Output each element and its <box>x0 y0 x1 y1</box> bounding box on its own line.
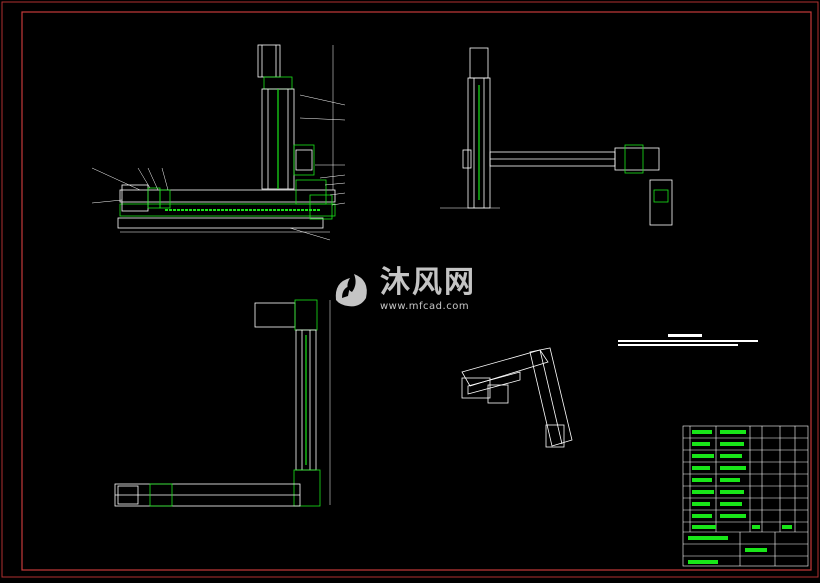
side-view <box>440 47 673 226</box>
side-motor-right <box>614 147 660 171</box>
tech-note-lines <box>618 334 758 346</box>
side-vertical-motor <box>649 179 673 226</box>
motor-top <box>257 44 281 78</box>
iso-arm <box>461 349 549 387</box>
title-block <box>682 425 809 567</box>
top-motor <box>254 302 296 328</box>
title-block-text-marks <box>688 430 792 564</box>
technical-requirements-note <box>618 328 758 352</box>
horizontal-beam <box>119 189 336 203</box>
front-view <box>91 44 346 241</box>
top-view <box>114 299 331 507</box>
iso-column <box>529 347 573 447</box>
inner-frame <box>21 11 812 571</box>
motor-left <box>121 184 149 212</box>
parts-list-frame <box>682 425 809 567</box>
side-motor-top <box>469 47 489 79</box>
base-plate <box>117 217 324 229</box>
isometric-view <box>461 347 573 448</box>
